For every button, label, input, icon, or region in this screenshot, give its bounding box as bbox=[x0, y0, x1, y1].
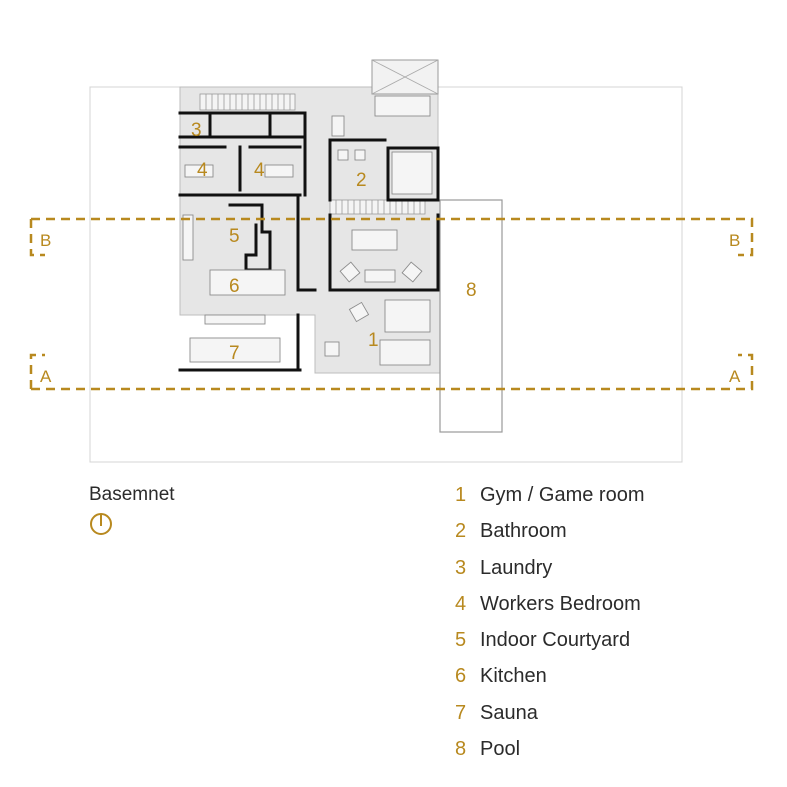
room-label-2: 2 bbox=[356, 170, 367, 191]
legend-label: Laundry bbox=[480, 556, 553, 579]
room-label-7: 7 bbox=[229, 343, 240, 364]
legend-item: 1 Gym / Game room bbox=[455, 484, 644, 520]
floor-plan: 1 2 3 4 4 5 6 7 8 B B A A bbox=[29, 59, 754, 463]
room-label-4a: 4 bbox=[197, 160, 208, 181]
section-line-a bbox=[29, 353, 754, 391]
legend-label: Bathroom bbox=[480, 520, 567, 543]
legend-number: 7 bbox=[455, 701, 467, 724]
legend-number: 1 bbox=[455, 484, 467, 506]
plan-title: Basemnet bbox=[89, 484, 175, 505]
legend: 1 Gym / Game room 2 Bathroom 3 Laundry 4 Wor… bbox=[455, 484, 644, 774]
legend-label: Kitchen bbox=[480, 665, 547, 688]
legend-number: 8 bbox=[455, 738, 467, 761]
legend-item: 3 Laundry bbox=[455, 557, 644, 593]
legend-label: Indoor Courtyard bbox=[480, 629, 631, 652]
north-arrow-icon bbox=[90, 513, 112, 535]
legend-label: Workers Bedroom bbox=[480, 592, 641, 615]
legend-item: 8 Pool bbox=[455, 738, 644, 774]
room-label-3: 3 bbox=[191, 120, 202, 141]
legend-item: 6 Kitchen bbox=[455, 665, 644, 701]
legend-number: 4 bbox=[455, 592, 467, 615]
legend-number: 5 bbox=[455, 629, 467, 652]
room-label-4b: 4 bbox=[254, 160, 265, 181]
legend-number: 2 bbox=[455, 520, 467, 543]
legend-label: Gym / Game room bbox=[480, 484, 645, 506]
legend-label: Sauna bbox=[480, 701, 538, 724]
legend-number: 6 bbox=[455, 665, 467, 688]
legend-number: 3 bbox=[455, 556, 467, 579]
section-label-b-left: B bbox=[40, 231, 51, 250]
section-label-b-right: B bbox=[729, 231, 740, 250]
section-label-a-right: A bbox=[729, 367, 741, 386]
furniture bbox=[182, 95, 433, 366]
room-label-1: 1 bbox=[368, 330, 379, 351]
legend-item: 2 Bathroom bbox=[455, 520, 644, 556]
section-line-b bbox=[29, 217, 754, 257]
legend-item: 7 Sauna bbox=[455, 702, 644, 738]
section-label-a-left: A bbox=[40, 367, 52, 386]
pool bbox=[439, 199, 503, 433]
legend-item: 4 Workers Bedroom bbox=[455, 593, 644, 629]
walls bbox=[178, 111, 440, 372]
room-label-6: 6 bbox=[229, 276, 240, 297]
room-label-8: 8 bbox=[466, 280, 477, 301]
stairs bbox=[199, 93, 426, 215]
legend-label: Pool bbox=[480, 738, 521, 761]
room-label-5: 5 bbox=[229, 226, 240, 247]
legend-item: 5 Indoor Courtyard bbox=[455, 629, 644, 665]
